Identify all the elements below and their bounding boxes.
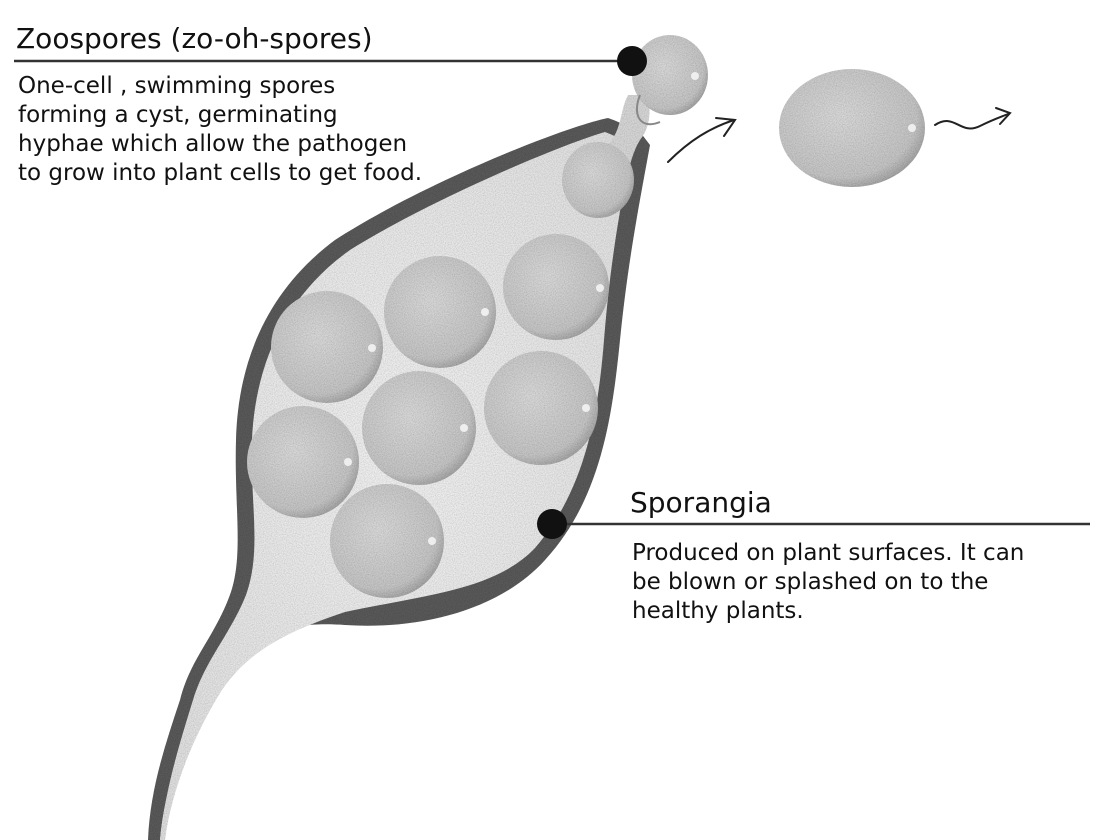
sporangia-desc-line: healthy plants.: [632, 598, 804, 624]
released-zoospore: [779, 69, 925, 187]
inner-spores: [247, 234, 609, 598]
sporangia-desc-line: Produced on plant surfaces. It can: [632, 540, 1024, 566]
spore: [362, 371, 476, 485]
zoospores-desc-line: to grow into plant cells to get food.: [18, 160, 422, 186]
spore: [247, 406, 359, 518]
zoospores-marker: [617, 46, 647, 76]
spore-highlights: [344, 72, 699, 545]
zoospores-title: Zoospores (zo-oh-spores): [16, 22, 373, 55]
sporangia-title: Sporangia: [630, 486, 772, 519]
spore: [384, 256, 496, 368]
spore: [271, 291, 383, 403]
emerging-spore: [562, 142, 634, 218]
spore: [330, 484, 444, 598]
flagellum-icon: [934, 107, 1012, 130]
spore: [503, 234, 609, 340]
spore: [484, 351, 598, 465]
zoospores-desc-line: forming a cyst, germinating: [18, 102, 338, 128]
sporangia-marker: [537, 509, 567, 539]
released-zoospore-highlight: [908, 124, 916, 132]
release-arrow-icon: [667, 117, 737, 163]
zoospores-desc-line: One-cell , swimming spores: [18, 73, 335, 99]
zoospores-desc-line: hyphae which allow the pathogen: [18, 131, 407, 157]
zoospore-tip: [632, 35, 708, 115]
sporangia-desc-line: be blown or splashed on to the: [632, 569, 988, 595]
neck-highlight: [635, 94, 661, 125]
